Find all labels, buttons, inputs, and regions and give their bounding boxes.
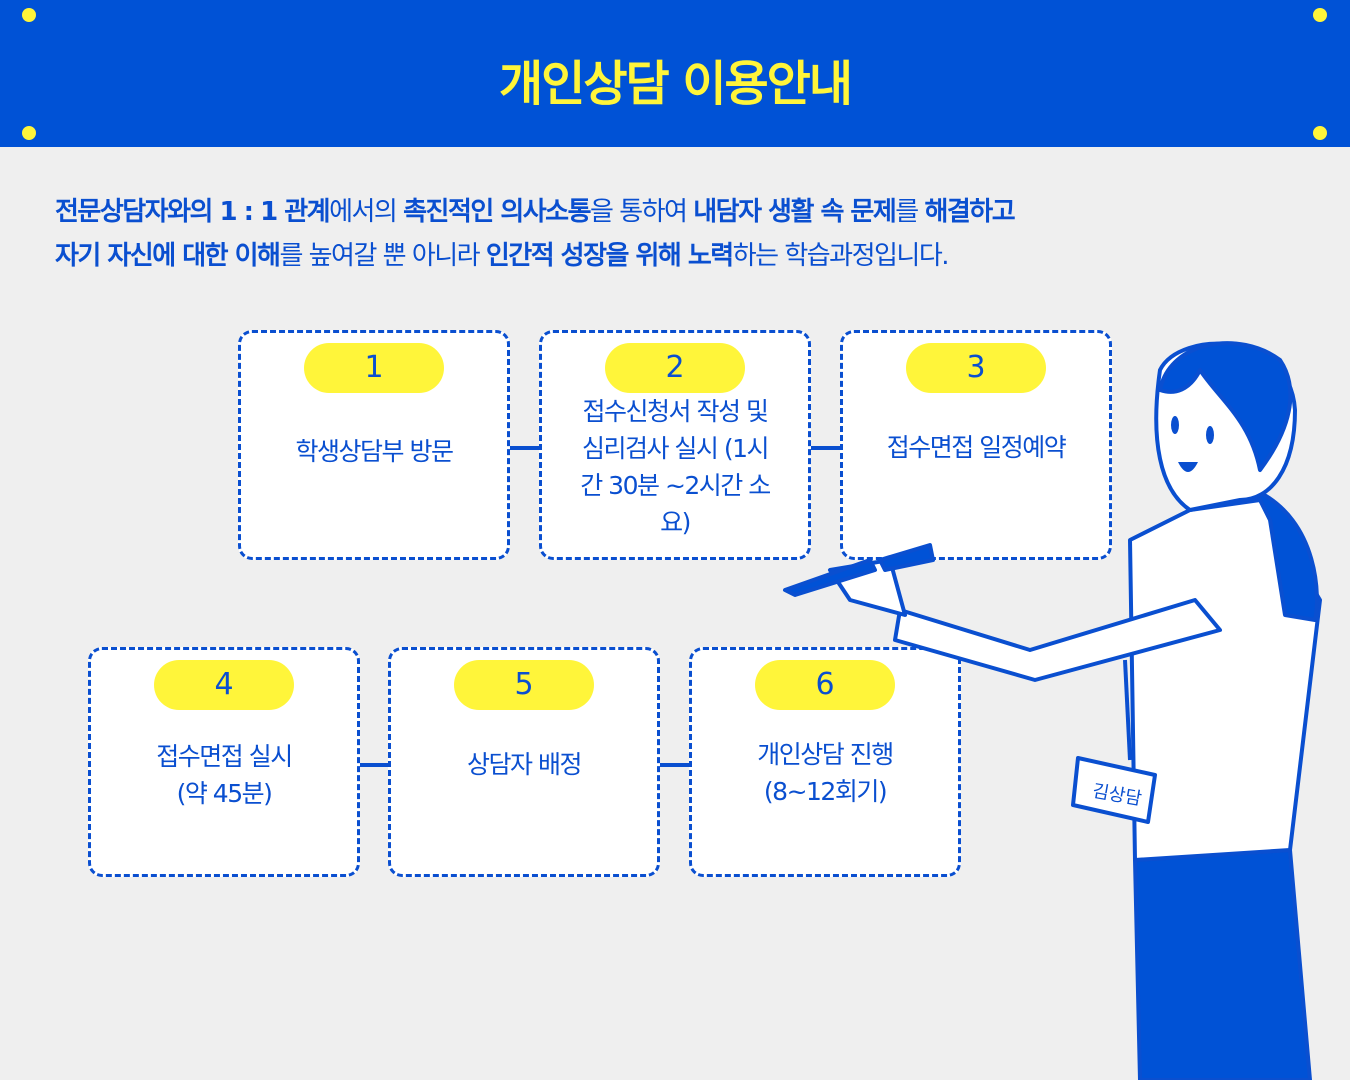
step-number: 1 xyxy=(304,343,444,393)
connector xyxy=(811,446,841,450)
intro-segment: 을 통하여 xyxy=(590,197,694,227)
step-text: 개인상담 진행 (8~12회기) xyxy=(757,740,894,806)
page-title: 개인상담 이용안내 xyxy=(499,56,853,112)
connector xyxy=(360,763,390,767)
connector xyxy=(660,763,690,767)
step-card-1: 1 학생상담부 방문 xyxy=(238,330,510,560)
intro-segment: 내담자 생활 속 문제 xyxy=(693,197,897,227)
dot xyxy=(1313,8,1327,22)
step-number: 5 xyxy=(454,660,594,710)
step-card-3: 3 접수면접 일정예약 xyxy=(840,330,1112,560)
step-card-5: 5 상담자 배정 xyxy=(388,647,660,877)
intro-line-2: 자기 자신에 대한 이해를 높여갈 뿐 아니라 인간적 성장을 위해 노력하는 … xyxy=(55,234,1014,278)
step-text: 접수면접 일정예약 xyxy=(886,433,1067,462)
intro-text: 전문상담자와의 1 : 1 관계에서의 촉진적인 의사소통을 통하여 내담자 생… xyxy=(55,190,1016,278)
step-text: 상담자 배정 xyxy=(467,750,582,779)
intro-segment: 해결하고 xyxy=(924,197,1015,227)
step-text: 접수신청서 작성 및 심리검사 실시 (1시간 30분 ~2시간 소요) xyxy=(580,397,771,537)
step-text: 학생상담부 방문 xyxy=(295,437,454,466)
step-number: 3 xyxy=(906,343,1046,393)
step-text: 접수면접 실시 (약 45분) xyxy=(156,742,293,808)
dot xyxy=(22,8,36,22)
intro-segment: 촉진적인 의사소통 xyxy=(403,197,591,227)
dot xyxy=(1313,126,1327,140)
intro-segment: 를 xyxy=(895,197,925,227)
step-card-4: 4 접수면접 실시 (약 45분) xyxy=(88,647,360,877)
step-number: 4 xyxy=(154,660,294,710)
intro-segment: 를 높여갈 뿐 아니라 xyxy=(279,241,486,271)
intro-segment: 하는 학습과정입니다. xyxy=(732,241,950,271)
step-number: 2 xyxy=(605,343,745,393)
woman-illustration: 김상담 xyxy=(783,341,1322,1080)
connector xyxy=(510,446,540,450)
intro-segment: 전문상담자와의 1 : 1 관계 xyxy=(55,197,331,227)
intro-line-1: 전문상담자와의 1 : 1 관계에서의 촉진적인 의사소통을 통하여 내담자 생… xyxy=(55,190,1016,234)
step-card-6: 6 개인상담 진행 (8~12회기) xyxy=(689,647,961,877)
dot xyxy=(22,126,36,140)
intro-segment: 자기 자신에 대한 이해 xyxy=(55,241,281,271)
intro-segment: 에서의 xyxy=(329,197,404,227)
header-banner: 개인상담 이용안내 xyxy=(0,0,1350,147)
intro-segment: 인간적 성장을 위해 노력 xyxy=(485,241,734,271)
step-number: 6 xyxy=(755,660,895,710)
